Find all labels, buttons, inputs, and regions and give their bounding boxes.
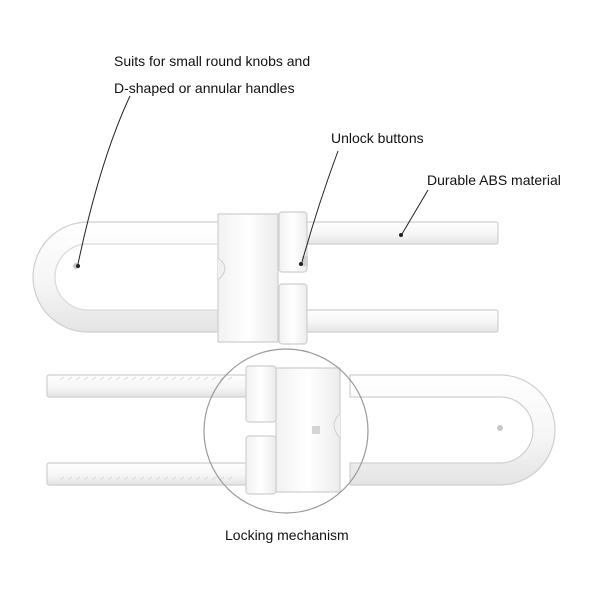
top-lock-unlock-button-lower xyxy=(278,283,308,345)
callout-locking-mechanism: Locking mechanism xyxy=(225,527,349,543)
top-lock-u-loop xyxy=(32,221,241,333)
bottom-lock-product xyxy=(46,365,556,495)
bottom-lock-lower-arm xyxy=(46,462,248,486)
bottom-lock-button-upper xyxy=(245,365,277,423)
leader-line-unlock xyxy=(301,150,339,263)
top-lock-unlock-button-upper xyxy=(278,211,308,273)
bottom-lock-slider-block xyxy=(275,367,341,493)
callout-unlock-buttons: Unlock buttons xyxy=(331,130,424,146)
callout-suits-line1: Suits for small round knobs and xyxy=(114,53,311,69)
leader-line-material xyxy=(401,189,429,235)
leader-line-knobs xyxy=(77,95,131,265)
bottom-lock-button-lower xyxy=(245,435,277,495)
top-lock-upper-arm xyxy=(289,221,499,245)
callout-suits-line2: D-shaped or annular handles xyxy=(114,80,295,96)
top-lock-lower-arm xyxy=(289,309,499,333)
top-lock-product xyxy=(32,211,499,345)
top-lock-slider-block xyxy=(217,213,279,343)
bottom-lock-u-loop xyxy=(349,374,556,486)
locking-mechanism-highlight-circle xyxy=(203,348,369,514)
callout-material: Durable ABS material xyxy=(427,172,561,188)
